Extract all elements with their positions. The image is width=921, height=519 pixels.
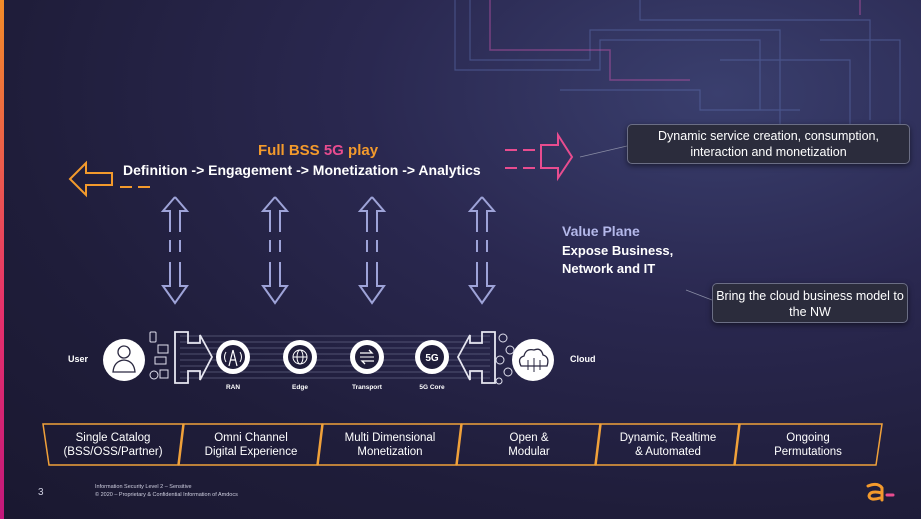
user-label: User	[68, 354, 89, 364]
vertical-arrow-icon	[260, 196, 290, 305]
footer-text: Information Security Level 2 – Sensitive…	[95, 484, 238, 498]
svg-text:5G: 5G	[425, 353, 439, 364]
left-arrow-icon	[68, 160, 150, 198]
node-label-transport: Transport	[352, 384, 382, 391]
node-edge-icon	[283, 340, 317, 374]
user-icon	[103, 339, 145, 381]
header-title: Full BSS 5G play	[258, 142, 379, 159]
node-ran-icon	[216, 340, 250, 374]
page-number: 3	[38, 487, 44, 498]
amdocs-logo-icon	[866, 482, 895, 502]
pillar-single-catalog: Single Catalog(BSS/OSS/Partner)	[63, 432, 163, 458]
callout-cloud-model: Bring the cloud business model to the NW	[712, 283, 908, 323]
pillars-frames	[42, 423, 883, 466]
value-plane-title: Value Plane	[562, 223, 640, 239]
cloud-label: Cloud	[570, 354, 596, 364]
vertical-arrow-icon	[160, 196, 190, 305]
pillar-dynamic-realtime: Dynamic, Realtime& Automated	[619, 432, 717, 458]
accent-bar	[0, 0, 4, 519]
node-label-5g-core: 5G Core	[419, 384, 445, 391]
node-label-edge: Edge	[292, 384, 308, 391]
node-label-ran: RAN	[225, 384, 241, 391]
callout-service-creation: Dynamic service creation, consumption, i…	[627, 124, 910, 164]
node-transport-icon	[350, 340, 384, 374]
value-plane-subtitle: Expose Business, Network and IT	[562, 243, 674, 276]
cloud-devices-icon	[495, 333, 515, 385]
right-arrow-icon	[505, 131, 574, 182]
header-subtitle: Definition -> Engagement -> Monetization…	[123, 162, 481, 178]
node-5g-core-icon: 5G	[415, 340, 449, 374]
devices-icon	[149, 331, 169, 380]
cloud-icon	[512, 339, 554, 381]
vertical-arrow-icon	[467, 196, 497, 305]
vertical-arrow-icon	[357, 196, 387, 305]
pillar-open-modular: Open &Modular	[508, 432, 550, 458]
